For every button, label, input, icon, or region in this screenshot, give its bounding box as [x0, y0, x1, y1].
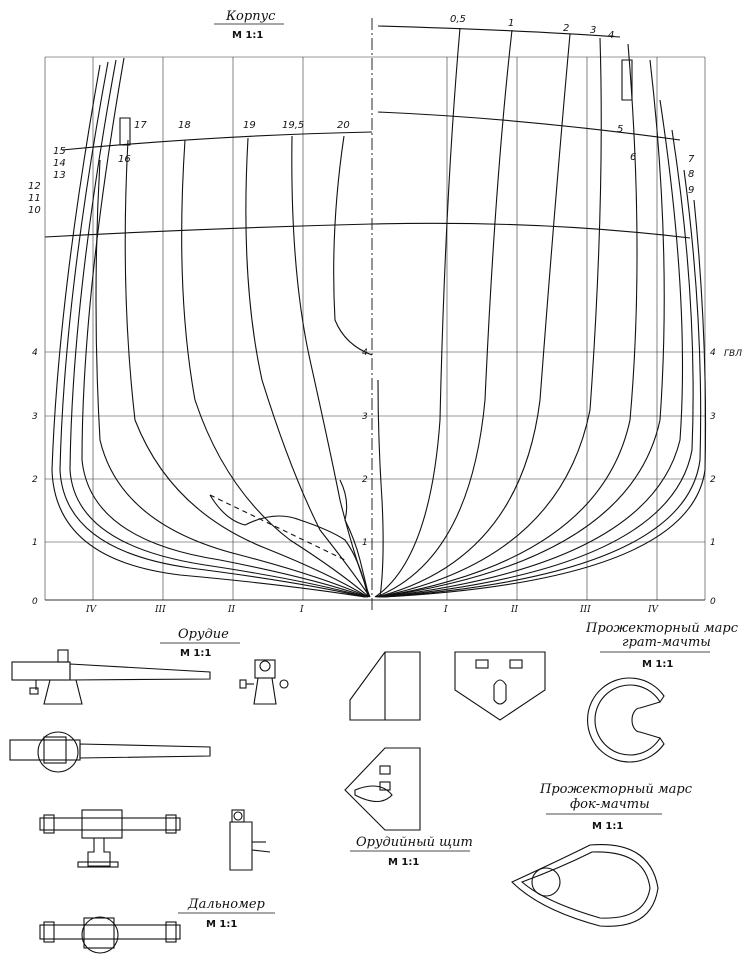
waterline-number: 1 — [710, 538, 716, 548]
sheer-line-left — [61, 131, 373, 151]
station-label: 7 — [688, 154, 695, 165]
waterline-number: 3 — [32, 412, 38, 422]
waterline-number: 2 — [32, 475, 38, 485]
waterline-number: 1 — [362, 538, 368, 548]
sheer-line-right — [377, 111, 681, 141]
buttock-label: IV — [647, 605, 660, 615]
gun-title: Орудие — [178, 627, 229, 642]
hull-body-plan: 15 14 13 12 11 10 16 17 18 19 19,5 20 0,… — [28, 9, 742, 615]
waterline-number: 0 — [32, 597, 38, 607]
gun-drawing: Орудие М 1:1 — [9, 627, 289, 773]
foremast-top-drawing: Прожекторный марс фок-мачты М 1:1 — [511, 782, 693, 927]
waterline-numbers: 0 1 2 3 4 0 1 2 3 4 4 3 2 1 ГВЛ — [32, 348, 742, 607]
gun-shield-scale: М 1:1 — [388, 857, 419, 868]
upper-waterline — [44, 222, 691, 239]
buttock-label: II — [510, 605, 519, 615]
waterline-number: 1 — [32, 538, 38, 548]
station-label: 11 — [28, 193, 41, 204]
rangefinder-drawing: Дальномер М 1:1 — [39, 809, 275, 954]
buttock-labels: IV III II I I II III IV — [85, 605, 660, 615]
station-label: 18 — [178, 120, 191, 131]
waterline-number: 4 — [710, 348, 716, 358]
foremast-top-scale: М 1:1 — [592, 821, 623, 832]
station-label: 19,5 — [282, 120, 304, 131]
buttock-label: III — [154, 605, 166, 615]
waterline-number: 4 — [362, 348, 368, 358]
mainmast-top-title-line2: грат-мачты — [622, 635, 711, 650]
buttock-label: I — [443, 605, 448, 615]
station-label: 8 — [688, 169, 694, 180]
station-label: 9 — [688, 185, 694, 196]
rangefinder-scale: М 1:1 — [206, 919, 237, 930]
station-label: 4 — [608, 30, 614, 41]
station-label: 10 — [28, 205, 41, 216]
station-label: 19 — [243, 120, 256, 131]
gun-scale: М 1:1 — [180, 648, 211, 659]
grid-lines — [44, 56, 706, 601]
waterline-number: 4 — [32, 348, 38, 358]
waterline-number: 2 — [362, 475, 368, 485]
station-label: 20 — [337, 120, 350, 131]
station-label: 3 — [590, 25, 596, 36]
waterline-number: 2 — [710, 475, 716, 485]
rangefinder-title: Дальномер — [187, 897, 266, 912]
waterline-number: 0 — [710, 597, 716, 607]
buttock-label: II — [227, 605, 236, 615]
station-label: 12 — [28, 181, 41, 192]
gun-shield-title: Орудийный щит — [356, 835, 473, 850]
buttock-label: I — [299, 605, 304, 615]
buttock-label: III — [579, 605, 591, 615]
deck-line-right — [377, 25, 621, 38]
mainmast-top-title-line1: Прожекторный марс — [585, 621, 739, 636]
station-label: 17 — [134, 120, 147, 131]
hull-title: Корпус — [225, 9, 276, 24]
waterline-label: ГВЛ — [724, 349, 742, 359]
buttock-label: IV — [85, 605, 98, 615]
station-label: 15 — [53, 146, 66, 157]
station-label: 16 — [118, 154, 131, 165]
station-label: 1 — [508, 18, 514, 29]
hull-scale: М 1:1 — [232, 30, 263, 41]
foremast-top-title-line1: Прожекторный марс — [539, 782, 693, 797]
mainmast-top-scale: М 1:1 — [642, 659, 673, 670]
station-label: 5 — [617, 124, 623, 135]
mainmast-top-drawing: Прожекторный марс грат-мачты М 1:1 — [585, 621, 739, 763]
stern-sections — [51, 57, 373, 598]
station-label: 2 — [563, 23, 569, 34]
waterline-number: 3 — [710, 412, 716, 422]
gun-shield-drawing: Орудийный щит М 1:1 — [344, 651, 546, 868]
foremast-top-title-line2: фок-мачты — [570, 797, 650, 812]
station-label: 0,5 — [450, 14, 466, 25]
station-label: 6 — [630, 152, 636, 163]
station-label: 14 — [53, 158, 66, 169]
bow-sections — [374, 27, 707, 598]
waterline-number: 3 — [362, 412, 368, 422]
station-label: 13 — [53, 170, 66, 181]
